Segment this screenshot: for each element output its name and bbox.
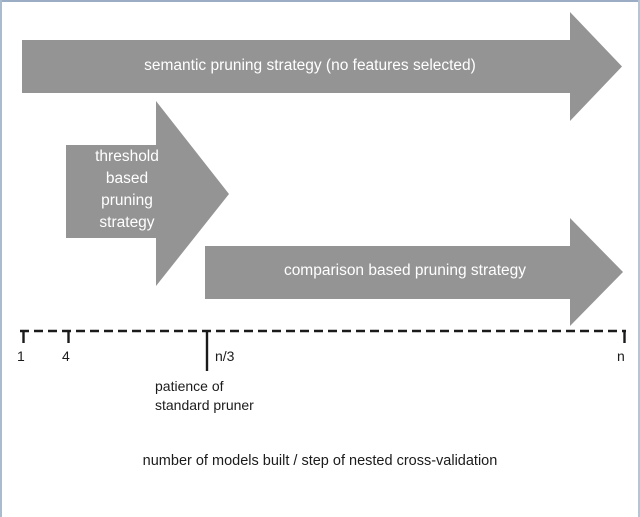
frame-border-right [638, 0, 640, 517]
axis-tick-label-n-over-3: n/3 [215, 348, 235, 364]
scale-axis [20, 329, 626, 371]
threshold-based-pruning-arrow [66, 101, 229, 286]
semantic-pruning-arrow [22, 12, 622, 121]
axis-caption: number of models built / step of nested … [142, 453, 498, 469]
comparison-based-pruning-arrow [205, 218, 623, 326]
frame-border-left [0, 0, 2, 517]
patience-of-standard-pruner-annotation: patience of standard pruner [155, 378, 254, 413]
axis-tick-label-n: n [617, 348, 625, 364]
axis-tick-label-1: 1 [17, 348, 25, 364]
frame-border-top [0, 0, 640, 2]
axis-tick-label-4: 4 [62, 348, 70, 364]
